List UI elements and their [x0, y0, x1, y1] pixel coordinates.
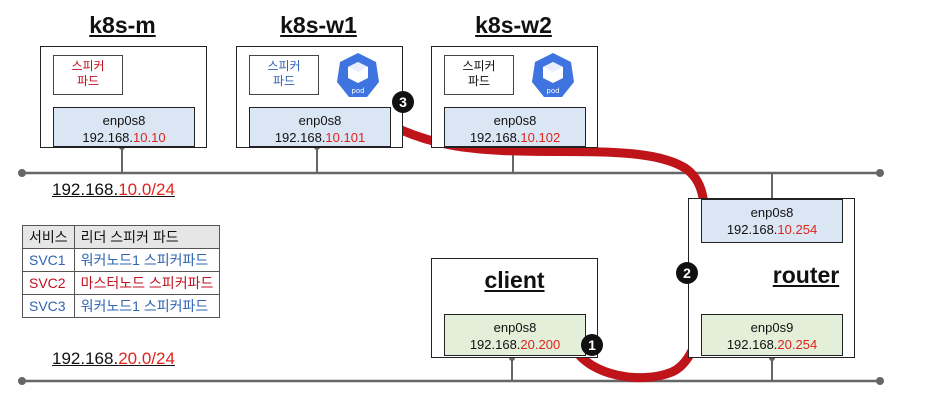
- table-row: SVC2 마스터노드 스피커파드: [22, 271, 221, 295]
- table-cell-leader: 마스터노드 스피커파드: [73, 271, 221, 295]
- pod-icon-label: pod: [546, 87, 559, 95]
- service-leader-table: 서비스 리더 스피커 파드 SVC1 워커노드1 스피커파드 SVC2 마스터노…: [22, 225, 221, 318]
- iface-k8s-m: enp0s8 192.168.10.10: [53, 107, 195, 147]
- table-cell-service: SVC2: [22, 271, 75, 295]
- table-cell-service: SVC1: [22, 248, 75, 272]
- node-box-client: client enp0s8 192.168.20.200: [431, 258, 598, 358]
- network-label-20: 192.168.20.0/24: [52, 349, 175, 368]
- table-header-row: 서비스 리더 스피커 파드: [22, 225, 221, 249]
- pod-label: 파드: [76, 74, 100, 88]
- node-title-k8s-w2: k8s-w2: [475, 12, 552, 38]
- speaker-label: 스피커: [267, 59, 301, 73]
- pod-label: 파드: [272, 74, 296, 88]
- iface-k8s-w1: enp0s8 192.168.10.101: [249, 107, 391, 147]
- iface-client: enp0s8 192.168.20.200: [444, 314, 586, 356]
- table-cell-leader: 워커노드1 스피커파드: [73, 248, 221, 272]
- node-box-k8s-m: 스피커 파드 enp0s8 192.168.10.10: [40, 46, 207, 148]
- node-title-client: client: [484, 267, 545, 293]
- bus-20-left-end: [18, 377, 26, 385]
- iface-router-bottom: enp0s9 192.168.20.254: [701, 314, 843, 356]
- step-marker-2: 2: [676, 262, 698, 284]
- iface-ip: 192.168.10.254: [726, 222, 818, 237]
- iface-name: enp0s9: [750, 320, 794, 335]
- iface-name: enp0s8: [298, 113, 342, 128]
- node-title-k8s-m: k8s-m: [89, 12, 156, 38]
- iface-name: enp0s8: [750, 205, 794, 220]
- step-marker-1: 1: [581, 334, 603, 356]
- table-header-service: 서비스: [22, 225, 75, 249]
- pod-label: 파드: [467, 74, 491, 88]
- iface-router-top: enp0s8 192.168.10.254: [701, 199, 843, 243]
- node-box-k8s-w1: 스피커 파드 pod enp0s8 192.168.10.101: [236, 46, 403, 148]
- iface-name: enp0s8: [493, 320, 537, 335]
- bus-20-right-end: [876, 377, 884, 385]
- network-label-10: 192.168.10.0/24: [52, 180, 175, 199]
- node-box-router: enp0s8 192.168.10.254 router enp0s9 192.…: [688, 198, 855, 358]
- node-title-k8s-w1: k8s-w1: [280, 12, 357, 38]
- iface-k8s-w2: enp0s8 192.168.10.102: [444, 107, 586, 147]
- kubernetes-pod-icon: pod: [532, 53, 574, 97]
- table-cell-service: SVC3: [22, 294, 75, 318]
- iface-name: enp0s8: [493, 113, 537, 128]
- table-row: SVC1 워커노드1 스피커파드: [22, 248, 221, 272]
- speaker-label: 스피커: [71, 59, 105, 73]
- step-marker-3: 3: [392, 91, 414, 113]
- iface-ip: 192.168.20.254: [726, 337, 818, 352]
- speaker-pod-k8s-m: 스피커 파드: [53, 55, 123, 95]
- bus-10-left-end: [18, 169, 26, 177]
- table-header-leader: 리더 스피커 파드: [73, 225, 221, 249]
- iface-ip: 192.168.20.200: [469, 337, 561, 352]
- pod-icon-label: pod: [351, 87, 364, 95]
- iface-ip: 192.168.10.10: [82, 130, 166, 145]
- node-box-k8s-w2: 스피커 파드 pod enp0s8 192.168.10.102: [431, 46, 598, 148]
- table-cell-leader: 워커노드1 스피커파드: [73, 294, 221, 318]
- speaker-label: 스피커: [462, 59, 496, 73]
- iface-ip: 192.168.10.101: [274, 130, 366, 145]
- table-row: SVC3 워커노드1 스피커파드: [22, 294, 221, 318]
- kubernetes-pod-icon: pod: [337, 53, 379, 97]
- iface-name: enp0s8: [102, 113, 146, 128]
- speaker-pod-k8s-w1: 스피커 파드: [249, 55, 319, 95]
- node-title-router: router: [772, 262, 840, 288]
- iface-ip: 192.168.10.102: [469, 130, 561, 145]
- bus-10-right-end: [876, 169, 884, 177]
- speaker-pod-k8s-w2: 스피커 파드: [444, 55, 514, 95]
